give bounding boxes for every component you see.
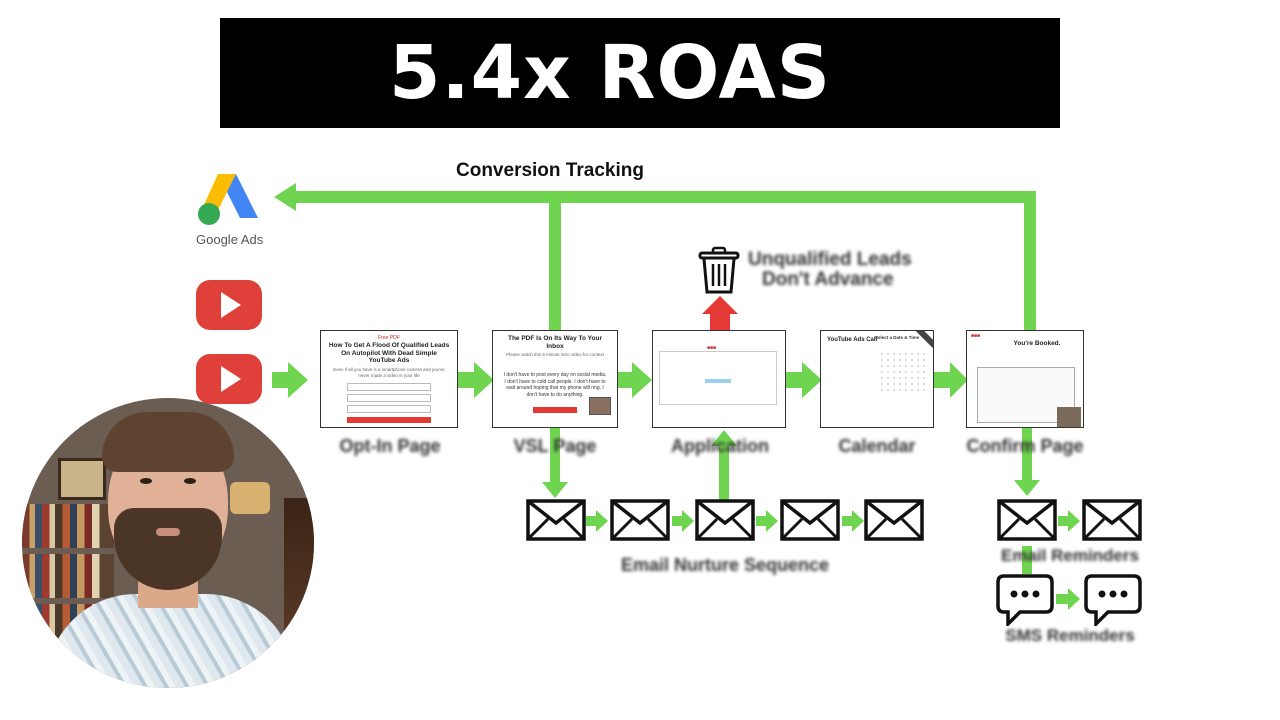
email-icon bbox=[1082, 499, 1142, 541]
email-icon bbox=[695, 499, 755, 541]
vsl-cta-button bbox=[533, 407, 577, 413]
optin-submit-button bbox=[347, 416, 431, 423]
calendar-side-title: Select a Date & Time bbox=[875, 335, 920, 340]
stage-label: Confirm Page bbox=[966, 436, 1084, 456]
conversion-arrowhead bbox=[274, 183, 296, 211]
unqualified-line-1: Unqualified Leads bbox=[748, 249, 912, 270]
trash-icon bbox=[698, 246, 740, 294]
vsl-body: I don't have to post every day on social… bbox=[503, 372, 607, 398]
stage-label: Opt-In Page bbox=[339, 436, 441, 456]
optin-headline: How To Get A Flood Of Qualified Leads On… bbox=[328, 342, 450, 364]
email-reminders-label: Email Reminders bbox=[1001, 546, 1139, 565]
application-page-thumbnail: ■■■ bbox=[652, 330, 786, 428]
google-ads-label: Google Ads bbox=[196, 232, 264, 247]
confirm-up-line bbox=[1024, 197, 1036, 331]
presenter-mouth bbox=[156, 528, 180, 536]
wall-picture bbox=[58, 458, 106, 500]
vsl-video-thumbnail bbox=[589, 397, 611, 415]
presenter-hair bbox=[102, 412, 234, 472]
application-form-box bbox=[659, 351, 777, 405]
stage-label: Calendar bbox=[838, 436, 916, 456]
email-icon bbox=[864, 499, 924, 541]
unqualified-line-2: Don't Advance bbox=[762, 269, 894, 290]
youtube-icon bbox=[196, 354, 262, 404]
presenter-shirt bbox=[46, 594, 296, 688]
right-bookshelf bbox=[284, 498, 314, 648]
conversion-line bbox=[290, 191, 1036, 203]
google-ads-icon bbox=[198, 174, 258, 225]
calendar-grid bbox=[879, 351, 927, 391]
confirm-logo: ■■■ bbox=[971, 333, 981, 339]
calendar-title: YouTube Ads Call bbox=[827, 337, 878, 343]
conversion-tracking-label: Conversion Tracking bbox=[456, 160, 644, 181]
bookshelf bbox=[22, 504, 114, 548]
wall-lamp bbox=[230, 482, 270, 514]
confirm-title: You're Booked. bbox=[1013, 340, 1061, 347]
vsl-subheadline: Please watch this 5 minute intro video f… bbox=[506, 352, 604, 357]
title-banner: 5.4x ROAS bbox=[220, 18, 1060, 128]
application-submit-button bbox=[705, 379, 731, 383]
youtube-icon bbox=[196, 280, 262, 330]
bookshelf bbox=[22, 554, 114, 598]
email-nurture-label: Email Nurture Sequence bbox=[620, 555, 830, 575]
email-icon bbox=[997, 499, 1057, 541]
email-icon bbox=[526, 499, 586, 541]
confirm-page-thumbnail: ■■■ You're Booked. bbox=[966, 330, 1084, 428]
email-icon bbox=[610, 499, 670, 541]
optin-field bbox=[347, 393, 431, 402]
presenter-avatar bbox=[22, 398, 314, 688]
email-icon bbox=[780, 499, 840, 541]
sms-icon bbox=[996, 574, 1054, 626]
red-up-arrow bbox=[702, 296, 738, 330]
presenter-beard bbox=[114, 508, 222, 590]
optin-subheadline: Even if all you have is a smartphone cam… bbox=[333, 366, 445, 378]
presenter-eye bbox=[184, 478, 196, 484]
optin-tag: Free PDF bbox=[378, 335, 400, 341]
confirm-presenter-thumbnail bbox=[1057, 407, 1081, 427]
title-text: 5.4x ROAS bbox=[388, 30, 832, 116]
presenter-eye bbox=[140, 478, 152, 484]
stage-label: Application bbox=[671, 436, 769, 456]
sms-icon bbox=[1084, 574, 1142, 626]
sms-reminders-label: SMS Reminders bbox=[1005, 626, 1135, 645]
application-logo: ■■■ bbox=[707, 345, 717, 351]
vsl-page-thumbnail: The PDF Is On Its Way To Your Inbox Plea… bbox=[492, 330, 618, 428]
unqualified-leads-label: Unqualified Leads Don't Advance bbox=[748, 250, 912, 290]
optin-field bbox=[347, 382, 431, 391]
calendar-page-thumbnail: YouTube Ads Call Select a Date & Time bbox=[820, 330, 934, 428]
optin-page-thumbnail: Free PDF How To Get A Flood Of Qualified… bbox=[320, 330, 458, 428]
vsl-headline: The PDF Is On Its Way To Your Inbox bbox=[507, 335, 603, 350]
optin-field bbox=[347, 404, 431, 413]
stage-label: VSL Page bbox=[513, 436, 597, 456]
vsl-up-line bbox=[549, 197, 561, 331]
green-arrows bbox=[272, 183, 1080, 610]
